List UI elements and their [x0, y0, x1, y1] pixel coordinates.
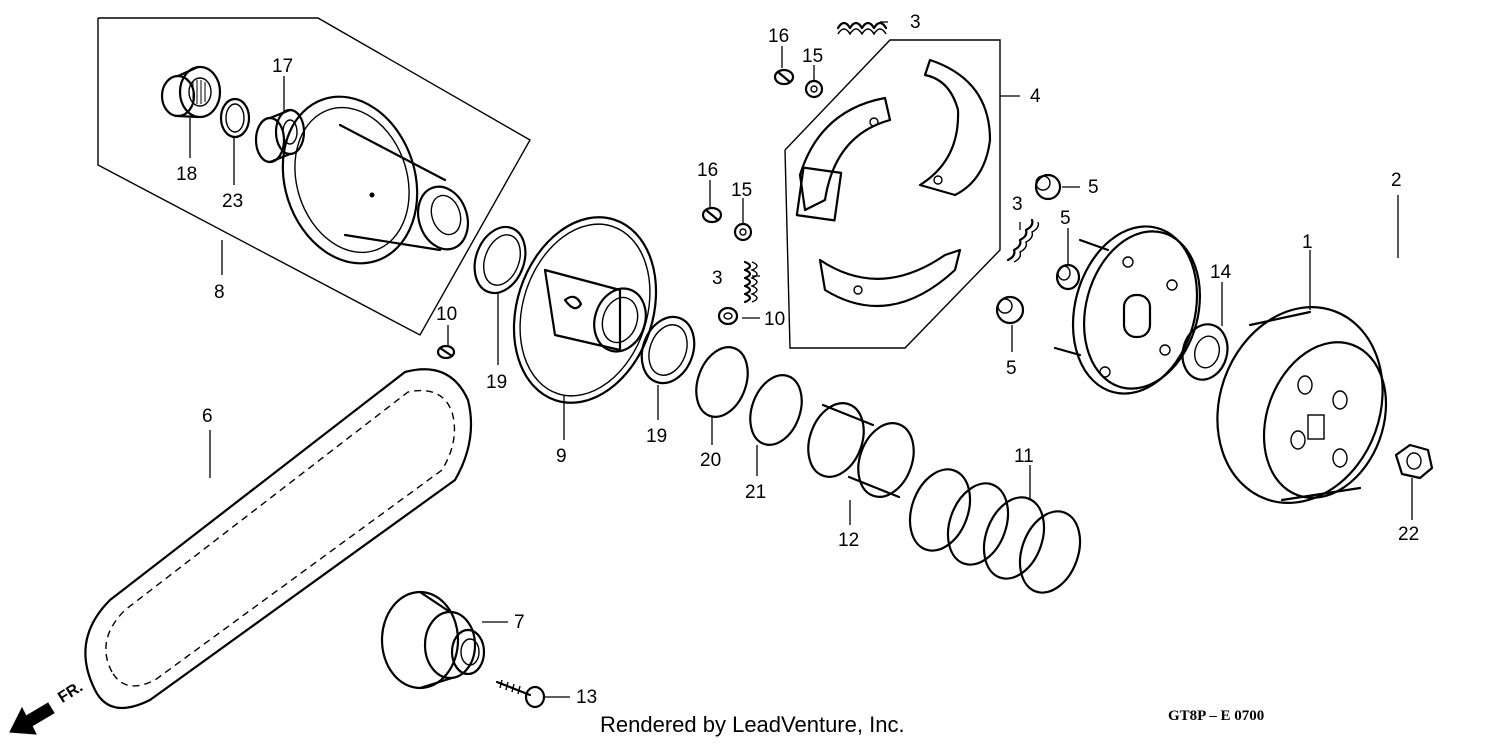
- callout-23: 23: [222, 191, 243, 212]
- callout-5-top: 5: [1088, 177, 1099, 198]
- part-16-clip-middle: [701, 206, 723, 224]
- part-18-needle-bearing: [160, 65, 222, 119]
- callout-10-right: 10: [764, 309, 785, 330]
- part-23-circlip: [219, 97, 251, 139]
- part-2-drive-plate: [1053, 225, 1202, 395]
- part-20-o-ring: [695, 346, 749, 418]
- part-3-spring-middle: [743, 260, 758, 304]
- part-14-nut: [1181, 323, 1229, 381]
- callout-8: 8: [214, 282, 225, 303]
- callout-3-middle: 3: [712, 268, 723, 289]
- part-5-damper-middle: [1055, 263, 1081, 291]
- callout-17: 17: [272, 56, 293, 77]
- credit-text: Rendered by LeadVenture, Inc.: [600, 712, 905, 737]
- group-outline-4: [784, 39, 1001, 349]
- callout-19-left: 19: [486, 372, 507, 393]
- callout-labels: 1 2 3 3 3 4 5 5 5 6 7 8 9 10 10 11 12 13…: [176, 12, 1419, 708]
- callout-10-left: 10: [436, 304, 457, 325]
- callout-2: 2: [1391, 170, 1402, 191]
- callout-7: 7: [514, 612, 525, 633]
- callout-5-middle: 5: [1060, 208, 1071, 229]
- callout-11: 11: [1014, 446, 1034, 467]
- callout-6: 6: [202, 406, 213, 427]
- part-3-spring-top: [836, 21, 888, 36]
- part-8-driven-face: [281, 95, 469, 265]
- callout-13: 13: [576, 687, 597, 708]
- part-16-clip-top: [773, 68, 795, 86]
- part-15-washer-top: [804, 79, 824, 99]
- part-10-collar-left: [436, 344, 456, 360]
- part-5-damper-bottom: [995, 295, 1025, 325]
- part-22-nut: [1394, 443, 1434, 480]
- callout-5-bottom: 5: [1006, 358, 1017, 379]
- front-arrow-icon: [9, 702, 55, 735]
- callout-15-top: 15: [802, 46, 823, 67]
- part-7-pulley: [380, 590, 486, 690]
- part-13-bolt: [495, 679, 546, 709]
- callout-19-right: 19: [646, 426, 667, 447]
- part-5-damper-top: [1034, 173, 1062, 201]
- part-1-clutch-outer: [1216, 306, 1388, 504]
- leader-lines: [189, 21, 1413, 698]
- group-outline-8: [97, 17, 531, 336]
- callout-9: 9: [556, 446, 567, 467]
- callout-14: 14: [1210, 262, 1232, 283]
- callout-16-middle: 16: [697, 160, 718, 181]
- part-4-clutch-shoes: [795, 58, 992, 308]
- callout-3-top: 3: [910, 12, 921, 33]
- part-15-washer-middle: [733, 222, 753, 242]
- callout-22: 22: [1398, 524, 1419, 545]
- diagram-code: GT8P – E 0700: [1168, 708, 1265, 724]
- callout-21: 21: [745, 482, 766, 503]
- callout-16-top: 16: [768, 26, 789, 47]
- part-21-o-ring: [749, 374, 803, 446]
- callout-15-middle: 15: [731, 180, 752, 201]
- part-10-collar-right: [717, 306, 739, 326]
- callout-4: 4: [1030, 86, 1041, 107]
- part-12-seal-collar: [807, 402, 915, 499]
- part-3-spring-right: [1006, 218, 1040, 263]
- callout-18: 18: [176, 164, 197, 185]
- callout-1: 1: [1302, 232, 1313, 253]
- callout-3-right: 3: [1012, 194, 1023, 215]
- part-11-spring: [908, 468, 1082, 594]
- callout-12: 12: [838, 530, 859, 551]
- part-6-drive-belt: [84, 368, 473, 710]
- part-19-oil-seal-left: [473, 225, 527, 295]
- callout-20: 20: [700, 450, 721, 471]
- part-19-oil-seal-right: [640, 315, 696, 385]
